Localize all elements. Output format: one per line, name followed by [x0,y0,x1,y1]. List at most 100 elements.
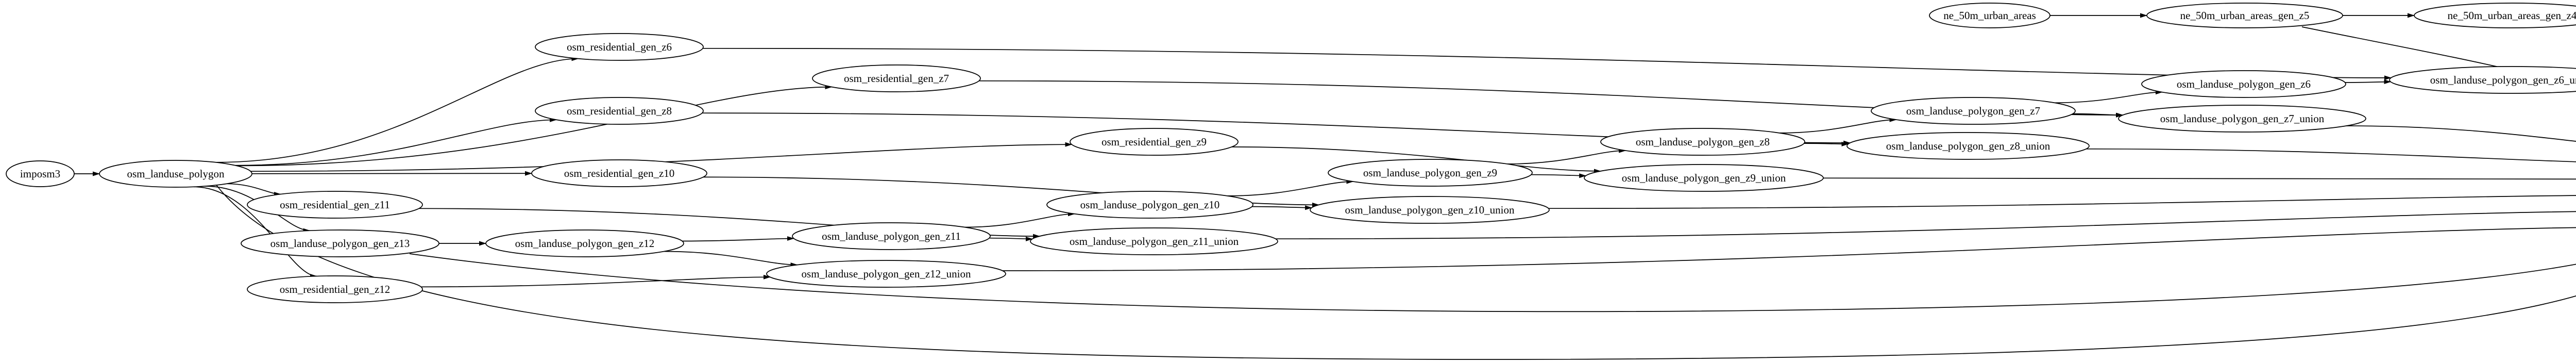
node-shape-osm_landuse_polygon_gen_z9_union [1584,164,1824,192]
node-osm_residential_gen_z9: osm_residential_gen_z9 [1070,128,1239,156]
node-label-osm_landuse_polygon_gen_z6_union: osm_landuse_polygon_gen_z6_union [2430,74,2576,86]
node-osm_landuse_polygon_gen_z6: osm_landuse_polygon_gen_z6 [2141,70,2346,98]
node-osm_landuse_polygon_gen_z12: osm_landuse_polygon_gen_z12 [485,229,684,257]
node-label-osm_landuse_polygon_gen_z10: osm_landuse_polygon_gen_z10 [1080,199,1220,211]
node-shape-osm_residential_gen_z7 [812,64,981,92]
node-osm_landuse_polygon_gen_z11: osm_landuse_polygon_gen_z11 [792,222,991,250]
node-ne_50m_urban_areas_gen_z4: ne_50m_urban_areas_gen_z4 [2414,3,2576,28]
node-label-osm_landuse_polygon_gen_z12: osm_landuse_polygon_gen_z12 [515,237,655,250]
node-osm_landuse_polygon_gen_z12_union: osm_landuse_polygon_gen_z12_union [766,260,1006,288]
node-shape-osm_landuse_polygon_gen_z8_union [1846,132,2090,160]
node-label-ne_50m_urban_areas_gen_z4: ne_50m_urban_areas_gen_z4 [2448,9,2576,22]
node-shape-osm_landuse_polygon_gen_z7 [1871,97,2076,125]
node-label-osm_residential_gen_z10: osm_residential_gen_z10 [564,167,675,179]
edge-osm_landuse_polygon_gen_z12_union-to-layer_landuse-z12 [1002,227,2576,271]
edges [74,13,2576,360]
node-osm_residential_gen_z10: osm_residential_gen_z10 [531,159,707,187]
node-label-imposm3: imposm3 [20,168,60,180]
node-label-osm_landuse_polygon_gen_z13: osm_landuse_polygon_gen_z13 [270,237,410,250]
node-osm_residential_gen_z12: osm_residential_gen_z12 [247,275,423,303]
node-osm_landuse_polygon_gen_z10: osm_landuse_polygon_gen_z10 [1046,191,1253,219]
node-label-osm_landuse_polygon_gen_z10_union: osm_landuse_polygon_gen_z10_union [1345,204,1515,216]
node-label-osm_landuse_polygon_gen_z6: osm_landuse_polygon_gen_z6 [2177,78,2311,90]
edge-osm_landuse_polygon_gen_z9-to-osm_landuse_polygon_gen_z8 [1507,148,1626,164]
node-shape-osm_landuse_polygon_gen_z12_union [766,260,1006,288]
node-shape-osm_residential_gen_z12 [247,275,423,303]
node-shape-osm_landuse_polygon_gen_z8 [1600,128,1805,156]
edge-osm_landuse_polygon_gen_z8-to-osm_landuse_polygon_gen_z8_union [1804,141,1849,146]
node-imposm3: imposm3 [6,160,75,187]
node-shape-ne_50m_urban_areas_gen_z5 [2146,3,2343,28]
node-label-osm_landuse_polygon_gen_z12_union: osm_landuse_polygon_gen_z12_union [802,268,971,280]
node-shape-osm_landuse_polygon_gen_z6_union [2389,66,2576,94]
node-label-osm_residential_gen_z8: osm_residential_gen_z8 [567,105,672,117]
node-osm_landuse_polygon_gen_z9: osm_landuse_polygon_gen_z9 [1328,159,1533,187]
edge-osm_landuse_polygon-to-osm_residential_gen_z7 [236,85,833,167]
node-shape-osm_landuse_polygon_gen_z11 [792,222,991,250]
node-osm_landuse_polygon: osm_landuse_polygon [99,160,252,188]
edge-osm_landuse_polygon_gen_z9-to-osm_landuse_polygon_gen_z9_union [1531,173,1587,178]
node-shape-osm_residential_gen_z11 [247,191,423,219]
node-osm_landuse_polygon_gen_z6_union: osm_landuse_polygon_gen_z6_union [2389,66,2576,94]
node-osm_landuse_polygon_gen_z9_union: osm_landuse_polygon_gen_z9_union [1584,164,1824,192]
edge-osm_landuse_polygon_gen_z7_union-to-layer_landuse-z7 [2346,125,2576,142]
node-osm_landuse_polygon_gen_z8_union: osm_landuse_polygon_gen_z8_union [1846,132,2090,160]
edge-osm_residential_gen_z9-to-osm_landuse_polygon_gen_z9_union [1231,146,1601,174]
node-label-osm_landuse_polygon_gen_z11_union: osm_landuse_polygon_gen_z11_union [1070,235,1239,248]
node-label-osm_residential_gen_z12: osm_residential_gen_z12 [280,283,391,295]
node-shape-osm_landuse_polygon_gen_z9 [1328,159,1533,187]
node-ne_50m_urban_areas: ne_50m_urban_areas [1929,3,2050,28]
edge-osm_landuse_polygon-to-osm_residential_gen_z6 [215,56,579,163]
node-shape-osm_residential_gen_z6 [535,33,704,61]
edge-osm_landuse_polygon-to-osm_residential_gen_z12 [193,186,317,279]
node-osm_residential_gen_z7: osm_residential_gen_z7 [812,64,981,92]
node-label-osm_landuse_polygon_gen_z8_union: osm_landuse_polygon_gen_z8_union [1886,140,2050,152]
node-shape-ne_50m_urban_areas [1929,3,2050,28]
node-shape-osm_landuse_polygon_gen_z13 [241,229,439,257]
node-label-ne_50m_urban_areas_gen_z5: ne_50m_urban_areas_gen_z5 [2180,9,2310,22]
node-shape-ne_50m_urban_areas_gen_z4 [2414,3,2576,28]
node-osm_landuse_polygon_gen_z13: osm_landuse_polygon_gen_z13 [241,229,439,257]
node-shape-osm_landuse_polygon [99,160,252,188]
node-label-osm_landuse_polygon_gen_z9_union: osm_landuse_polygon_gen_z9_union [1622,172,1786,184]
node-osm_landuse_polygon_gen_z10_union: osm_landuse_polygon_gen_z10_union [1310,196,1550,224]
node-osm_residential_gen_z8: osm_residential_gen_z8 [535,97,704,125]
edge-osm_landuse_polygon_gen_z11_union-to-layer_landuse-z11 [1275,211,2576,240]
node-label-osm_landuse_polygon_gen_z7_union: osm_landuse_polygon_gen_z7_union [2160,112,2325,125]
node-shape-osm_landuse_polygon_gen_z7_union [2118,105,2366,133]
edge-osm_landuse_polygon_gen_z9_union-to-layer_landuse-z9 [1823,177,2576,180]
edge-osm_landuse_polygon_gen_z11-to-osm_landuse_polygon_gen_z10 [964,211,1075,228]
edge-osm_landuse_polygon_gen_z11-to-osm_landuse_polygon_gen_z11_union [989,236,1033,241]
node-shape-osm_residential_gen_z9 [1070,128,1239,156]
node-shape-osm_landuse_polygon_gen_z11_union [1030,227,1278,255]
node-osm_landuse_polygon_gen_z8: osm_landuse_polygon_gen_z8 [1600,128,1805,156]
edge-osm_landuse_polygon-to-osm_residential_gen_z8 [235,117,557,166]
edge-osm_landuse_polygon_gen_z8-to-osm_landuse_polygon_gen_z7 [1780,117,1897,134]
edge-osm_landuse_polygon_gen_z12-to-osm_landuse_polygon_gen_z12_union [664,251,798,268]
node-label-osm_landuse_polygon_gen_z9: osm_landuse_polygon_gen_z9 [1363,167,1497,179]
edge-osm_landuse_polygon_gen_z8_union-to-layer_landuse-z8 [2086,148,2576,162]
node-shape-osm_landuse_polygon_gen_z12 [485,229,684,257]
node-ne_50m_urban_areas_gen_z5: ne_50m_urban_areas_gen_z5 [2146,3,2343,28]
node-label-osm_residential_gen_z11: osm_residential_gen_z11 [280,199,390,211]
edge-osm_landuse_polygon-to-osm_residential_gen_z10 [251,171,532,176]
edge-osm_landuse_polygon_gen_z7-to-osm_landuse_polygon_gen_z7_union [2073,112,2123,118]
node-osm_landuse_polygon_gen_z11_union: osm_landuse_polygon_gen_z11_union [1030,227,1278,255]
node-shape-osm_landuse_polygon_gen_z6 [2141,70,2346,98]
edge-osm_landuse_polygon_gen_z10-to-osm_landuse_polygon_gen_z10_union [1251,205,1313,210]
edge-osm_landuse_polygon_gen_z12-to-osm_landuse_polygon_gen_z11 [682,236,794,242]
edge-osm_residential_gen_z10-to-osm_landuse_polygon_gen_z10_union [703,176,1319,207]
node-label-osm_landuse_polygon_gen_z8: osm_landuse_polygon_gen_z8 [1636,136,1770,148]
node-label-osm_residential_gen_z9: osm_residential_gen_z9 [1101,136,1207,148]
node-osm_residential_gen_z11: osm_residential_gen_z11 [247,191,423,219]
nodes: imposm3 osm_landuse_polygon osm_residentia… [6,3,2576,303]
edge-osm_landuse_polygon_gen_z7-to-osm_landuse_polygon_gen_z6 [2055,90,2163,104]
node-label-osm_residential_gen_z7: osm_residential_gen_z7 [844,72,949,85]
edge-osm_landuse_polygon_gen_z10_union-to-layer_landuse-z10 [1548,195,2576,209]
edge-osm_landuse_polygon-to-osm_residential_gen_z9 [250,142,1073,172]
node-osm_landuse_polygon_gen_z7: osm_landuse_polygon_gen_z7 [1871,97,2076,125]
node-shape-imposm3 [6,160,75,187]
node-shape-osm_landuse_polygon_gen_z10 [1046,191,1253,219]
